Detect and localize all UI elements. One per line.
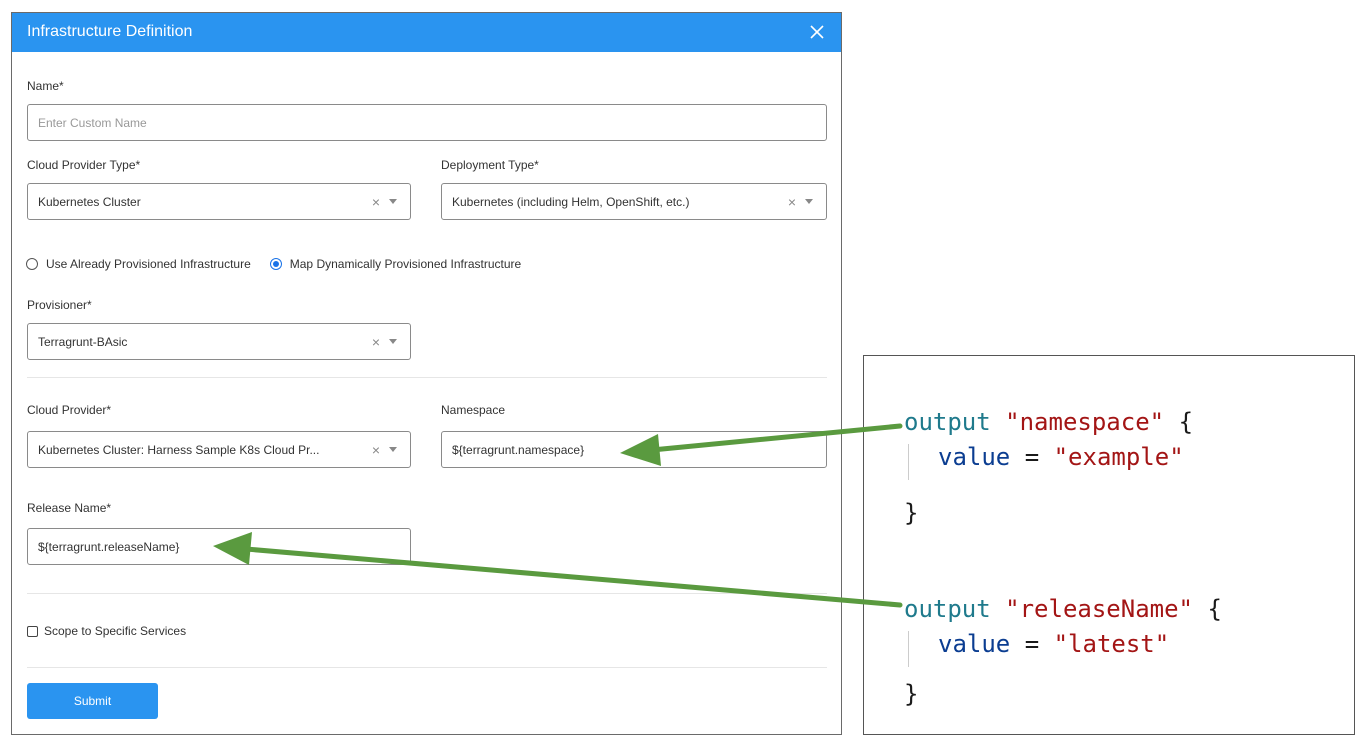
cloud-provider-label: Cloud Provider* (27, 403, 112, 417)
code-line-close-brace: } (904, 680, 918, 708)
radio-label: Map Dynamically Provisioned Infrastructu… (289, 257, 522, 271)
code-brace: } (904, 680, 919, 708)
infrastructure-definition-dialog: Infrastructure Definition Name* Enter Cu… (11, 12, 842, 735)
chevron-down-icon[interactable] (805, 199, 813, 204)
indent-guide (908, 444, 909, 480)
radio-button-checked[interactable] (269, 258, 282, 270)
divider (27, 667, 827, 668)
clear-icon[interactable]: × (371, 333, 381, 350)
deployment-type-label: Deployment Type* (441, 158, 539, 172)
divider (27, 593, 827, 594)
code-line-value-example: value = "example" (938, 443, 1184, 471)
scope-checkbox[interactable] (27, 625, 38, 637)
clear-icon[interactable]: × (371, 193, 381, 210)
code-string: "namespace" (1005, 408, 1165, 436)
code-brace: { (1207, 595, 1222, 623)
clear-icon[interactable]: × (787, 193, 797, 210)
code-line-output-namespace: output "namespace" { (904, 408, 1193, 436)
release-name-input[interactable]: ${terragrunt.releaseName} (27, 528, 411, 565)
dialog-title: Infrastructure Definition (27, 23, 193, 40)
name-placeholder: Enter Custom Name (38, 115, 147, 130)
code-string: "latest" (1053, 630, 1170, 658)
code-line-output-releasename: output "releaseName" { (904, 595, 1222, 623)
code-line-close-brace: } (904, 499, 918, 527)
code-operator: = (1024, 630, 1040, 658)
code-keyword: output (904, 595, 991, 623)
code-string: "example" (1053, 443, 1184, 471)
code-brace: { (1178, 408, 1194, 436)
namespace-label: Namespace (441, 403, 506, 417)
code-property: value (938, 630, 1011, 658)
radio-use-provisioned[interactable]: Use Already Provisioned Infrastructure (26, 257, 251, 271)
name-label: Name* (27, 79, 64, 93)
scope-label: Scope to Specific Services (44, 624, 187, 638)
provisioner-select[interactable]: Terragrunt-BAsic × (27, 323, 411, 360)
cloud-provider-type-value: Kubernetes Cluster (38, 194, 141, 209)
divider (27, 377, 827, 378)
submit-button[interactable]: Submit (27, 683, 158, 719)
release-name-value: ${terragrunt.releaseName} (38, 539, 180, 554)
code-line-value-latest: value = "latest" (938, 630, 1169, 658)
code-brace: } (904, 499, 919, 527)
deployment-type-select[interactable]: Kubernetes (including Helm, OpenShift, e… (441, 183, 827, 220)
provisioner-label: Provisioner* (27, 298, 92, 312)
cloud-provider-type-label: Cloud Provider Type* (27, 158, 141, 172)
clear-icon[interactable]: × (371, 441, 381, 458)
name-input[interactable]: Enter Custom Name (27, 104, 827, 141)
chevron-down-icon[interactable] (389, 199, 397, 204)
indent-guide (908, 631, 909, 667)
deployment-type-value: Kubernetes (including Helm, OpenShift, e… (452, 194, 690, 209)
code-property: value (938, 443, 1011, 471)
chevron-down-icon[interactable] (389, 447, 397, 452)
chevron-down-icon[interactable] (389, 339, 397, 344)
provisioner-value: Terragrunt-BAsic (38, 334, 128, 349)
terraform-code-panel: output "namespace" { value = "example" }… (863, 355, 1355, 735)
infrastructure-mode-radio-group: Use Already Provisioned Infrastructure M… (26, 254, 540, 274)
scope-checkbox-row[interactable]: Scope to Specific Services (27, 624, 186, 638)
code-keyword: output (904, 408, 991, 436)
close-icon[interactable] (805, 20, 829, 44)
cloud-provider-select[interactable]: Kubernetes Cluster: Harness Sample K8s C… (27, 431, 411, 468)
radio-button[interactable] (26, 258, 38, 270)
namespace-value: ${terragrunt.namespace} (452, 442, 585, 457)
radio-label: Use Already Provisioned Infrastructure (46, 257, 251, 271)
release-name-label: Release Name* (27, 501, 112, 515)
namespace-input[interactable]: ${terragrunt.namespace} (441, 431, 827, 468)
cloud-provider-type-select[interactable]: Kubernetes Cluster × (27, 183, 411, 220)
code-string: "releaseName" (1005, 595, 1193, 623)
cloud-provider-value: Kubernetes Cluster: Harness Sample K8s C… (38, 442, 320, 457)
dialog-header: Infrastructure Definition (12, 13, 841, 52)
radio-map-dynamic[interactable]: Map Dynamically Provisioned Infrastructu… (269, 257, 522, 271)
code-operator: = (1024, 443, 1040, 471)
